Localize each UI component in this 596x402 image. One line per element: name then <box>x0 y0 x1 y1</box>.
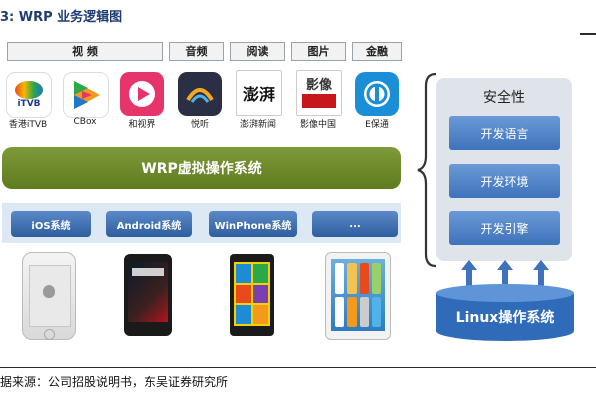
app-pengpai: 澎湃 <box>236 70 282 116</box>
category-pictures: 图片 <box>291 42 346 61</box>
app-itvb: iTVB <box>6 72 52 118</box>
app-yingxiang: 影像 <box>296 70 342 116</box>
app-label-yueting: 悦听 <box>190 120 209 130</box>
security-item-environment: 开发环境 <box>449 164 560 198</box>
app-label-ebaotong: E保通 <box>365 120 389 130</box>
app-label-pengpai: 澎湃新闻 <box>239 120 276 130</box>
linux-os-label: Linux操作系统 <box>455 310 555 326</box>
category-video: 视 频 <box>7 42 163 61</box>
os-more: ... <box>312 211 398 237</box>
heshijie-logo-icon <box>120 72 164 116</box>
app-ebaotong <box>355 72 399 116</box>
cbox-logo-icon <box>63 72 109 118</box>
title-rule-right <box>580 33 596 35</box>
category-reading: 阅读 <box>230 42 285 61</box>
source-rule <box>0 367 596 368</box>
app-label-heshijie: 和视界 <box>128 120 156 130</box>
wrp-virtual-os-bar: WRP虚拟操作系统 <box>2 147 401 189</box>
ipad-device-icon <box>325 252 391 340</box>
app-cbox <box>63 72 109 118</box>
security-item-engine: 开发引擎 <box>449 211 560 245</box>
apple-logo-icon <box>43 285 55 298</box>
category-audio: 音频 <box>169 42 224 61</box>
yueting-logo-icon <box>178 72 222 116</box>
app-label-cbox: CBox <box>73 117 97 127</box>
security-item-language: 开发语言 <box>449 116 560 150</box>
iphone-device-icon <box>22 252 76 340</box>
yingxiang-logo-icon: 影像 <box>296 70 342 116</box>
os-winphone: WinPhone系统 <box>209 211 297 237</box>
category-finance: 金融 <box>352 42 402 61</box>
up-arrows <box>461 260 549 294</box>
winphone-device-icon <box>230 254 274 336</box>
itvb-logo-icon: iTVB <box>6 72 52 118</box>
pengpai-logo-icon: 澎湃 <box>236 70 282 116</box>
os-ios: iOS系统 <box>11 211 91 237</box>
android-phone-device-icon <box>124 254 172 336</box>
source-note: 据来源：公司招股说明书，东吴证券研究所 <box>0 375 229 389</box>
app-label-itvb: 香港iTVB <box>8 120 48 130</box>
ebaotong-logo-icon <box>355 72 399 116</box>
app-label-yingxiang: 影像中国 <box>299 120 336 130</box>
bracket-connector <box>417 72 437 268</box>
linux-cylinder <box>436 284 574 341</box>
app-heshijie <box>120 72 164 116</box>
figure-title: 3: WRP 业务逻辑图 <box>0 10 123 25</box>
app-yueting <box>178 72 222 116</box>
os-android: Android系统 <box>106 211 192 237</box>
security-title: 安全性 <box>483 90 525 106</box>
